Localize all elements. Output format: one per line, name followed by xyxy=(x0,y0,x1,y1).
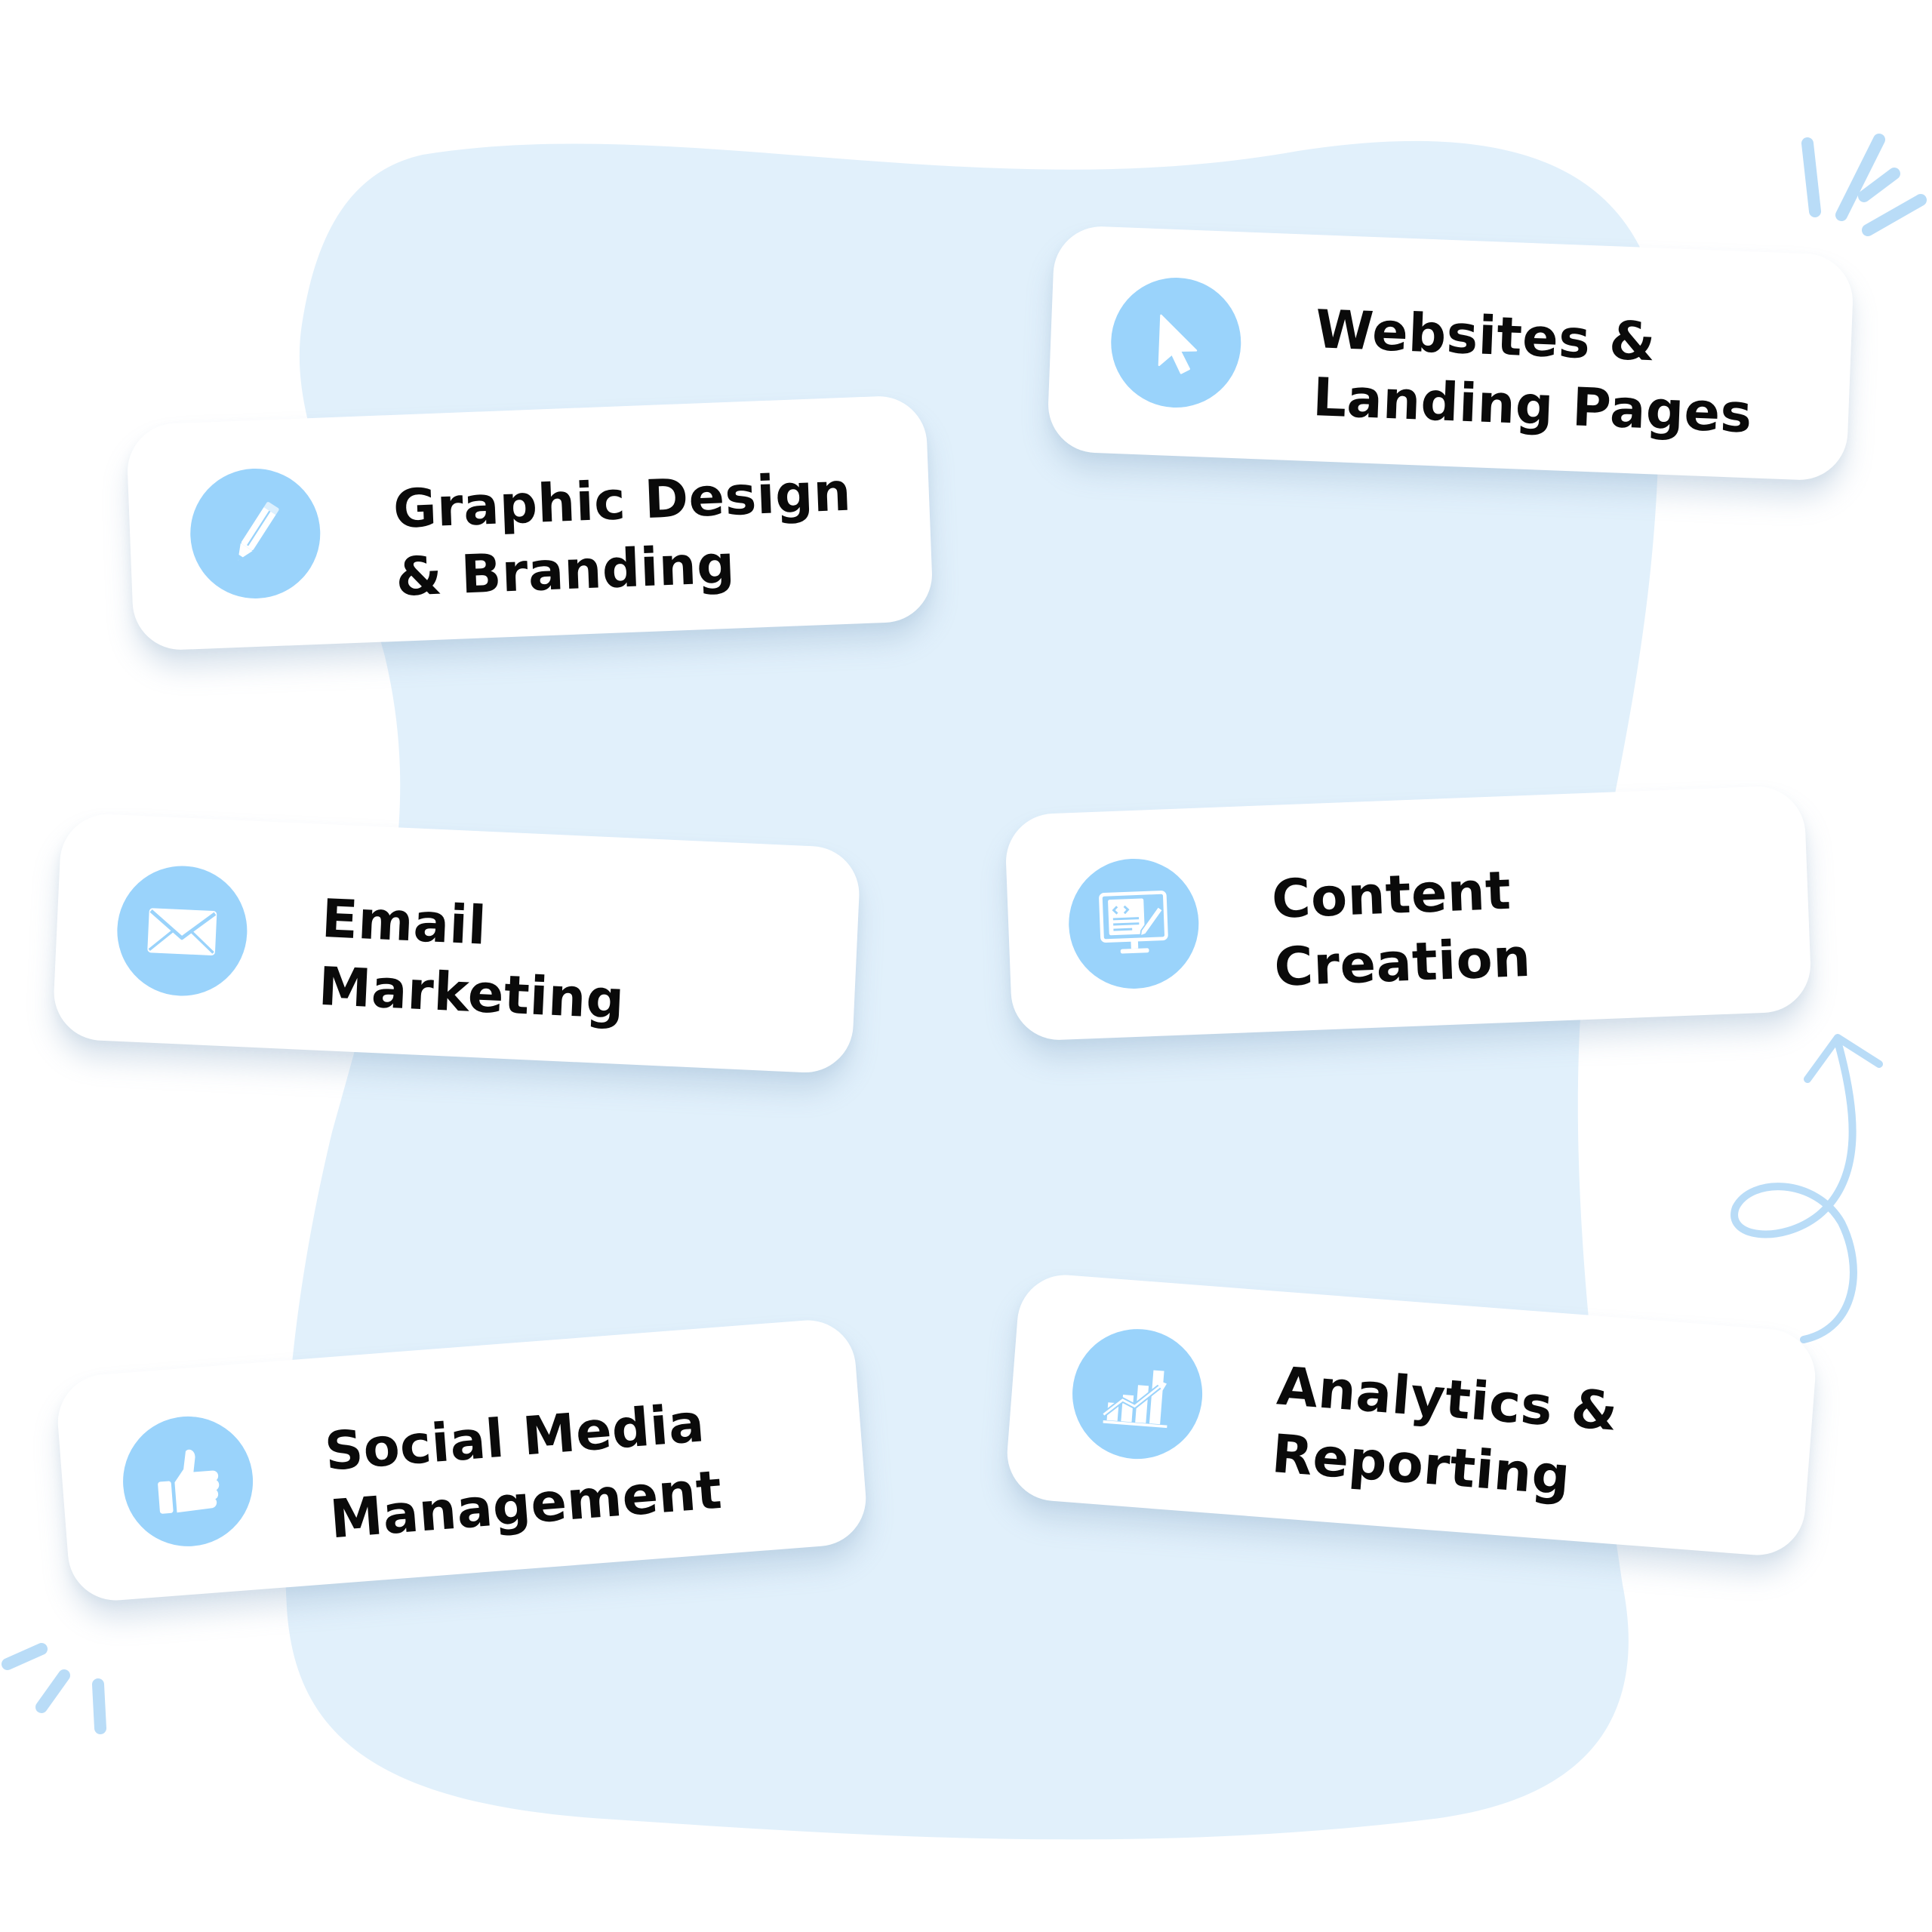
cursor-icon xyxy=(1158,314,1198,374)
service-icon-badge xyxy=(114,863,251,999)
service-icon-badge xyxy=(188,466,323,601)
envelope-icon xyxy=(147,908,217,955)
service-card-graphic-design[interactable]: Graphic Design & Branding xyxy=(125,394,934,652)
service-card-social-media[interactable]: Social Media Management xyxy=(54,1316,869,1604)
service-card-analytics[interactable]: Analytics & Reporting xyxy=(1004,1271,1819,1559)
service-card-content-creation[interactable]: Content Creation xyxy=(1004,784,1813,1042)
service-card-websites[interactable]: Websites & Landing Pages xyxy=(1046,224,1855,482)
service-icon-badge xyxy=(118,1411,258,1552)
curly-arrow-icon xyxy=(1730,1034,1883,1343)
bar-chart-icon xyxy=(1102,1370,1168,1429)
service-icon-badge xyxy=(1109,275,1244,411)
sparkle-top-right-icon xyxy=(1801,134,1927,236)
sparkle-bottom-left-icon xyxy=(2,1643,106,1734)
service-label: Email Marketing xyxy=(317,884,843,1044)
service-icon-badge xyxy=(1067,1324,1208,1464)
service-label: Websites & Landing Pages xyxy=(1312,295,1837,451)
service-label: Analytics & Reporting xyxy=(1269,1352,1799,1527)
pencil-icon xyxy=(238,501,280,561)
service-label: Content Creation xyxy=(1270,845,1795,1001)
service-label: Graphic Design & Branding xyxy=(392,455,917,611)
thumbs-up-icon xyxy=(158,1449,220,1514)
service-icon-badge xyxy=(1066,856,1201,992)
service-card-email-marketing[interactable]: Email Marketing xyxy=(51,812,862,1075)
monitor-document-icon xyxy=(1099,891,1168,954)
service-label: Social Media Management xyxy=(322,1378,852,1553)
